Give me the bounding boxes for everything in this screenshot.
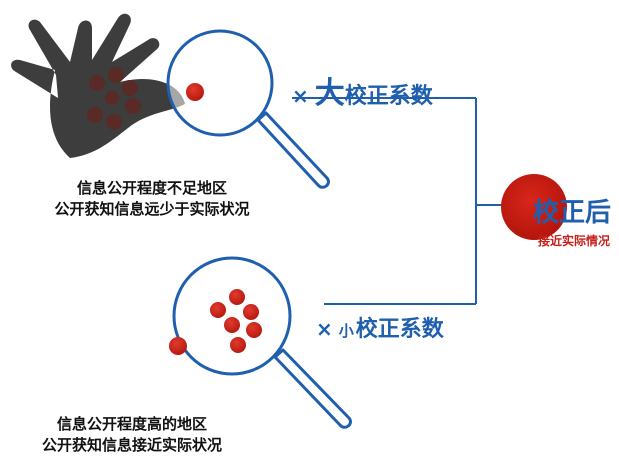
- hand-dots: [87, 67, 141, 130]
- factor-text: 校正系数: [344, 84, 433, 109]
- magnifier-bottom-icon: [172, 256, 352, 429]
- bottom-red-dots: [210, 289, 262, 353]
- multiply-symbol: ×: [316, 317, 333, 341]
- factor-size-large: 大: [314, 76, 345, 111]
- result-subtitle: 接近实际情况: [538, 234, 611, 248]
- top-factor-label: ×大校正系数: [292, 68, 433, 112]
- result-title-text: 校正后: [533, 198, 612, 228]
- bottom-factor-label: × 小校正系数: [316, 311, 444, 343]
- factor-text: 校正系数: [355, 317, 444, 342]
- magnifier-top-icon: [166, 29, 330, 189]
- multiply-symbol: ×: [292, 84, 309, 108]
- outside-red-dot: [169, 337, 187, 355]
- bottom-caption-line2: 公开获知信息接近实际状况: [41, 436, 222, 454]
- top-caption: 信息公开程度不足地区 公开获知信息远少于实际状况: [22, 178, 282, 220]
- result-title: 校正后: [533, 192, 611, 229]
- top-red-dot: [186, 83, 204, 101]
- bottom-caption: 信息公开程度高的地区 公开获知信息接近实际状况: [2, 414, 262, 456]
- result-circle: [501, 174, 567, 240]
- factor-size-small: 小: [338, 322, 354, 340]
- connector-lines: [292, 97, 503, 305]
- top-caption-line2: 公开获知信息远少于实际状况: [54, 200, 250, 218]
- top-caption-line1: 信息公开程度不足地区: [76, 179, 227, 197]
- bottom-caption-line1: 信息公开程度高的地区: [56, 415, 207, 433]
